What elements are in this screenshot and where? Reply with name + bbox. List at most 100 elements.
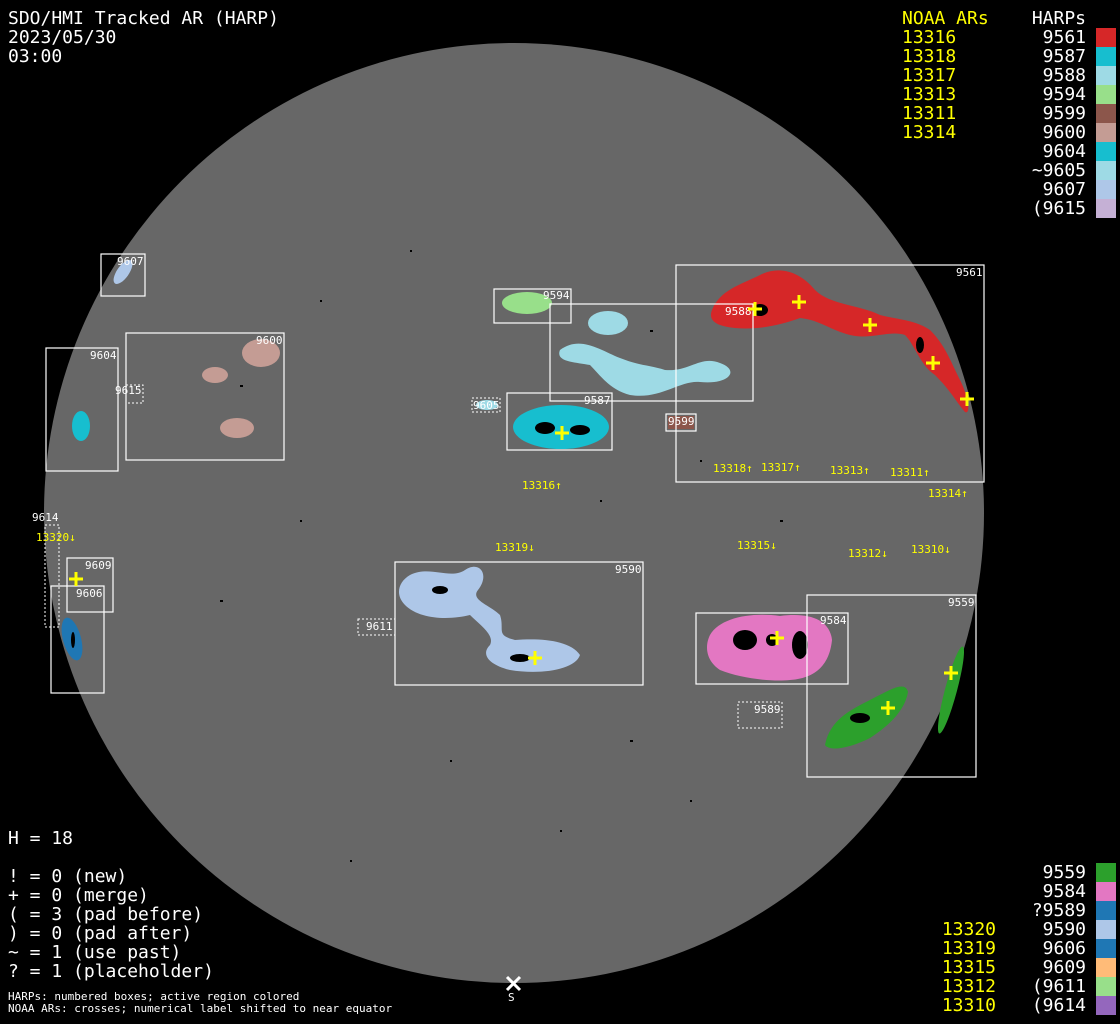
harp-box-9600 — [125, 332, 285, 461]
stat-line: ) = 0 (pad after) — [8, 923, 193, 944]
noaa-cross-icon — [926, 356, 940, 370]
time: 03:00 — [8, 46, 63, 67]
noaa-number: 13311 — [902, 103, 957, 124]
harp-label-9561: 9561 — [956, 266, 983, 279]
footer-notes: HARPs: numbered boxes; active region col… — [8, 991, 392, 1015]
harp-number: ~9605 — [1031, 160, 1086, 181]
noaa-labels: 13316↑ 13318↑ 13317↑ 13313↑ 13311↑ 13314… — [36, 461, 968, 560]
noaa-label-13320: 13320↓ — [36, 531, 76, 544]
noaa-cross-icon — [748, 302, 762, 316]
stats: H = 18 ! = 0 (new)+ = 0 (merge)( = 3 (pa… — [8, 829, 214, 981]
stat-lines: ! = 0 (new)+ = 0 (merge)( = 3 (pad befor… — [8, 867, 214, 981]
harp-box-9609 — [66, 557, 114, 613]
harp-label-9594: 9594 — [543, 289, 570, 302]
harp-number: 9559 — [1042, 862, 1086, 883]
region-9588-part — [559, 343, 731, 396]
color-swatch — [1096, 142, 1116, 161]
harp-number: 9594 — [1042, 84, 1086, 105]
harp-label-9611: 9611 — [366, 620, 393, 633]
harp-box-9615 — [125, 384, 144, 404]
noaa-label-13313: 13313↑ — [830, 464, 870, 477]
region-9600-part — [220, 418, 254, 438]
harp-box-9605 — [471, 397, 501, 413]
harp-number: 9588 — [1042, 65, 1086, 86]
title: SDO/HMI Tracked AR (HARP) — [8, 8, 279, 29]
harp-label-9587: 9587 — [584, 394, 611, 407]
legend-row: 9607 — [902, 179, 1116, 200]
harp-label-9584: 9584 — [820, 614, 847, 627]
noaa-label-13312: 13312↓ — [848, 547, 888, 560]
harp-number: 9561 — [1042, 27, 1086, 48]
harp-box-9604 — [45, 347, 119, 472]
color-swatch — [1096, 863, 1116, 882]
harp-label-9614: 9614 — [32, 511, 59, 524]
color-swatch — [1096, 901, 1116, 920]
harp-label-9589: 9589 — [754, 703, 781, 716]
harp-number: (9615 — [1031, 198, 1086, 219]
color-swatch — [1096, 996, 1116, 1015]
harp-label-9599: 9599 — [668, 415, 695, 428]
harp-label-9600: 9600 — [256, 334, 283, 347]
stat-line: ! = 0 (new) — [8, 866, 128, 887]
noaa-cross-icon — [792, 295, 806, 309]
footer-line-1: HARPs: numbered boxes; active region col… — [8, 990, 300, 1003]
color-swatch — [1096, 66, 1116, 85]
noaa-number: 13320 — [941, 919, 996, 940]
harp-number: 9607 — [1042, 179, 1086, 200]
noaa-label-13317: 13317↑ — [761, 461, 801, 474]
solar-disk — [44, 43, 984, 983]
legend-row: ~9605 — [902, 160, 1116, 181]
harp-label-9588: 9588 — [725, 305, 752, 318]
color-swatch — [1096, 123, 1116, 142]
noaa-cross-icon — [960, 392, 974, 406]
region-9584 — [707, 614, 832, 681]
harp-box-9587 — [506, 392, 613, 451]
harp-box-9584 — [695, 612, 849, 685]
noaa-cross-icon — [944, 666, 958, 680]
color-swatch — [1096, 920, 1116, 939]
noaa-label-13310: 13310↓ — [911, 543, 951, 556]
noaa-cross-icon — [69, 572, 83, 586]
harp-legend-title: HARPs — [1031, 8, 1086, 29]
region-9561 — [710, 270, 969, 413]
color-swatch — [1096, 977, 1116, 996]
harp-box-9589 — [737, 701, 783, 729]
color-swatch — [1096, 958, 1116, 977]
harp-number: 9599 — [1042, 103, 1086, 124]
legend-row: (9615 — [902, 198, 1116, 219]
harp-number: (9614 — [1031, 995, 1086, 1016]
harp-label-9609: 9609 — [85, 559, 112, 572]
harp-number: (9611 — [1031, 976, 1086, 997]
harp-label-9590: 9590 — [615, 563, 642, 576]
sunspot-specks — [220, 250, 783, 862]
harp-box-9614 — [44, 524, 60, 628]
harp-label-9605: 9605 — [473, 399, 500, 412]
color-swatch — [1096, 882, 1116, 901]
noaa-crosses — [69, 295, 974, 715]
harp-number: 9604 — [1042, 141, 1086, 162]
south-pole-marker-icon — [505, 975, 522, 992]
noaa-number: 13318 — [902, 46, 957, 67]
color-swatch — [1096, 104, 1116, 123]
noaa-number: 13315 — [941, 957, 996, 978]
harp-box-9588 — [549, 303, 754, 402]
legend-row: 13311 9599 — [902, 103, 1116, 124]
legend-row: 9604 — [902, 141, 1116, 162]
noaa-number: 13319 — [941, 938, 996, 959]
harp-box-9590 — [394, 561, 644, 686]
color-swatch — [1096, 199, 1116, 218]
color-swatch — [1096, 180, 1116, 199]
date: 2023/05/30 — [8, 27, 117, 48]
harp-number: 9584 — [1042, 881, 1086, 902]
noaa-label-13319: 13319↓ — [495, 541, 535, 554]
noaa-cross-icon — [863, 318, 877, 332]
color-swatch — [1096, 28, 1116, 47]
